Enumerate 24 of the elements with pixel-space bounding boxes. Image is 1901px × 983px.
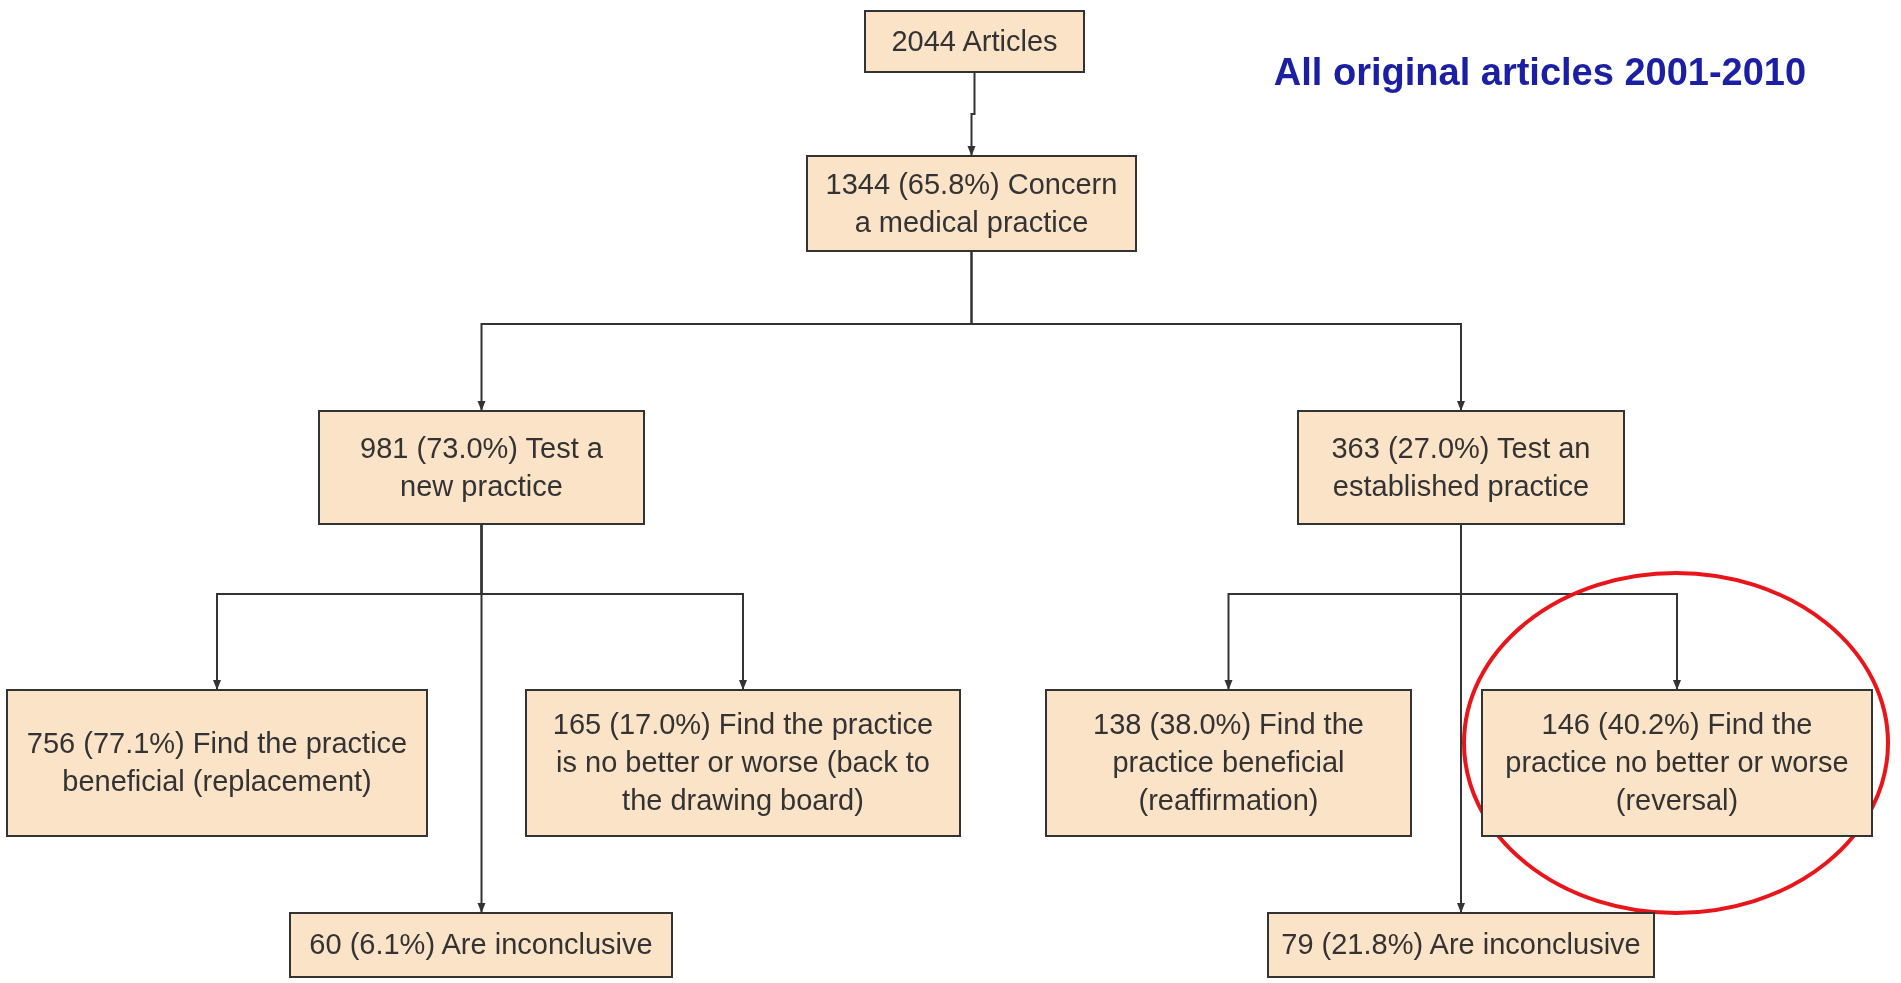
box-text: 2044 Articles — [891, 23, 1058, 59]
box-text: 79 (21.8%) Are inconclusive — [1281, 927, 1641, 963]
box-text: 363 (27.0%) Test an established practice — [1330, 430, 1592, 504]
arrow — [970, 251, 1465, 411]
box-text: 138 (38.0%) Find the practice beneficial (reaffirmation) — [1092, 707, 1365, 818]
box-text: 165 (17.0%) Find the practice is no better or worse (back to the drawing board) — [551, 707, 935, 818]
process-box — [806, 155, 1137, 252]
arrow — [967, 72, 976, 156]
process-box — [6, 689, 428, 837]
box-text: 981 (73.0%) Test a new practice — [359, 430, 604, 504]
process-box — [864, 10, 1085, 73]
title: All original articles 2001-2010 — [1272, 50, 1808, 95]
process-box — [1481, 689, 1873, 837]
arrow — [477, 524, 486, 913]
box-text: 1344 (65.8%) Concern a medical practice — [824, 166, 1119, 240]
process-box — [289, 912, 673, 978]
process-box — [318, 410, 645, 525]
process-box — [1045, 689, 1412, 837]
process-box — [525, 689, 961, 837]
box-text: 146 (40.2%) Find the practice no better or worse (reversal) — [1504, 707, 1850, 818]
box-text: 756 (77.1%) Find the practice beneficial (replacement) — [25, 726, 409, 799]
process-box — [1297, 410, 1625, 525]
box-text: 60 (6.1%) Are inconclusive — [309, 927, 653, 963]
process-box — [1267, 912, 1655, 978]
